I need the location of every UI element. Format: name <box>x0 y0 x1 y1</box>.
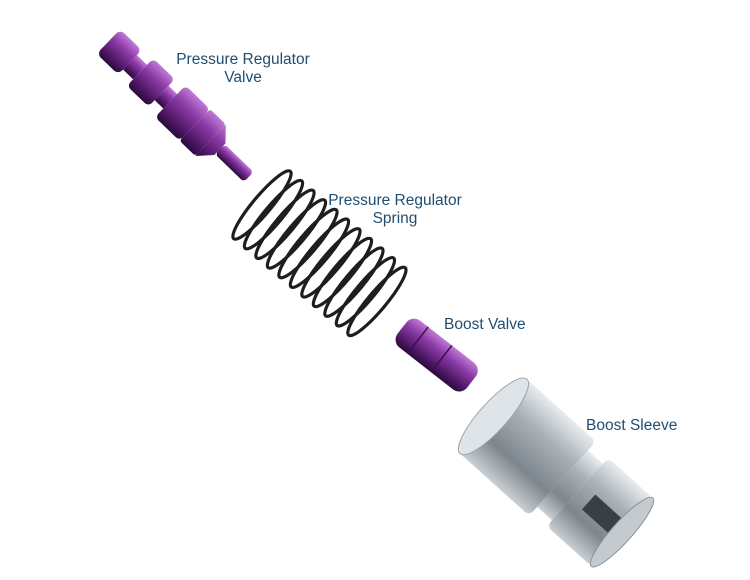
label-line: Spring <box>372 210 418 227</box>
boost-valve <box>395 318 478 392</box>
pressure-regulator-spring <box>231 169 408 338</box>
pressure-regulator-valve <box>99 31 252 181</box>
boost-valve-label: Boost Valve <box>444 316 526 333</box>
pressure-regulator-spring-label: Pressure Regulator Spring <box>317 192 473 228</box>
label-line: Valve <box>224 69 262 86</box>
boost-sleeve-label: Boost Sleeve <box>586 417 678 434</box>
label-line: Pressure Regulator <box>328 192 462 209</box>
boost-sleeve <box>457 377 655 568</box>
pressure-regulator-valve-label: Pressure Regulator Valve <box>165 51 321 87</box>
label-line: Pressure Regulator <box>176 51 310 68</box>
